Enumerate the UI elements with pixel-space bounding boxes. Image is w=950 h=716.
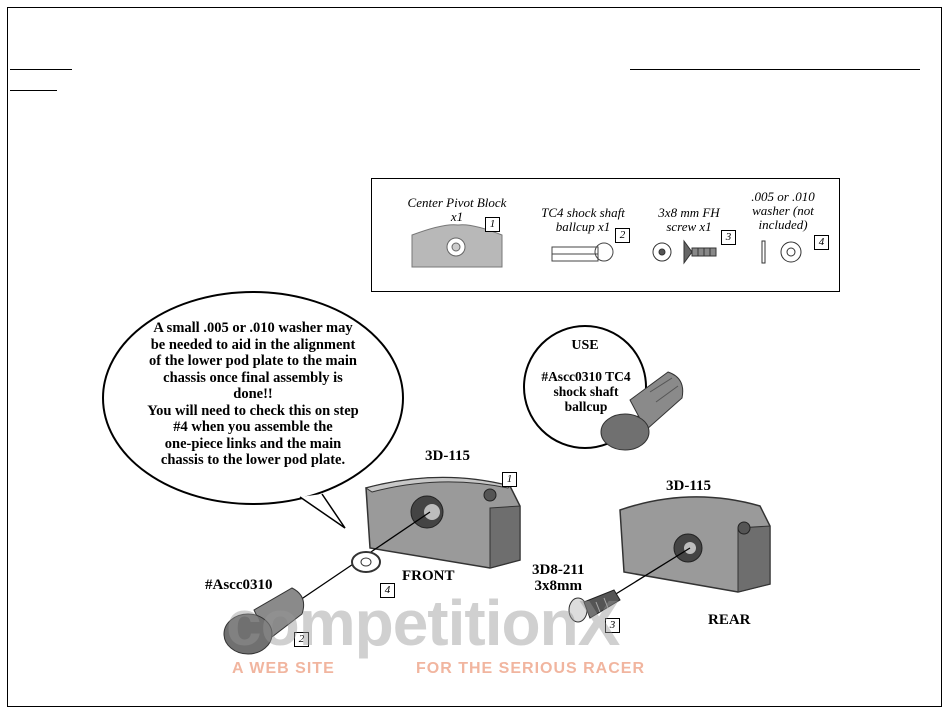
- use-bubble-body: #Ascc0310 TC4 shock shaft ballcup: [541, 369, 631, 414]
- part-label-washer: .005 or .010 washer (not included): [751, 189, 815, 232]
- washer-icon: [761, 240, 802, 264]
- part-label-ballcup: TC4 shock shaft ballcup x1: [541, 205, 625, 234]
- parts-list-box: Center Pivot Block x1 1 TC4 shock shaft …: [371, 178, 840, 292]
- part-num-2: 2: [615, 228, 630, 243]
- washer-diagram: [351, 551, 381, 573]
- use-bubble-title: USE: [571, 338, 599, 353]
- diagram-num-3: 3: [605, 618, 620, 633]
- watermark-brand: competitionX: [226, 587, 620, 659]
- label-rear: REAR: [708, 612, 751, 628]
- label-front: FRONT: [402, 568, 455, 584]
- note-bubble-tail: [299, 493, 346, 529]
- watermark-tag-right: FOR THE SERIOUS RACER: [416, 660, 646, 677]
- part-num-3: 3: [721, 230, 736, 245]
- diagram-num-1: 1: [502, 472, 517, 487]
- screw-icon: [652, 239, 717, 265]
- pivot-block-icon: [411, 224, 503, 268]
- note-bubble: [102, 291, 404, 505]
- label-block-front: 3D-115: [425, 448, 470, 464]
- label-block-rear: 3D-115: [666, 478, 711, 494]
- part-label-screw: 3x8 mm FH screw x1: [658, 205, 720, 234]
- screw-diagram: [568, 589, 621, 623]
- header-rule-left: [10, 69, 72, 70]
- ballcup-side-icon: [551, 242, 614, 262]
- parts-illustrations: [411, 224, 802, 268]
- header-rule-right: [630, 69, 920, 70]
- diagram-num-4: 4: [380, 583, 395, 598]
- ballcup-in-bubble-icon: [600, 371, 684, 451]
- page-frame: [7, 7, 942, 707]
- watermark-tag-left: A WEB SITE: [232, 660, 335, 677]
- label-ballcup: #Ascc0310: [205, 577, 273, 593]
- part-num-4: 4: [814, 235, 829, 250]
- header-rule-left-2: [10, 90, 57, 91]
- note-bubble-text: A small .005 or .010 washer may be neede…: [147, 320, 359, 468]
- front-pivot-block: [364, 476, 521, 569]
- part-num-1: 1: [485, 217, 500, 232]
- label-screw: 3D8-211 3x8mm: [532, 562, 585, 594]
- ballcup-diagram: [223, 587, 305, 655]
- part-label-pivot-block: Center Pivot Block x1: [407, 195, 507, 224]
- diagram-num-2: 2: [294, 632, 309, 647]
